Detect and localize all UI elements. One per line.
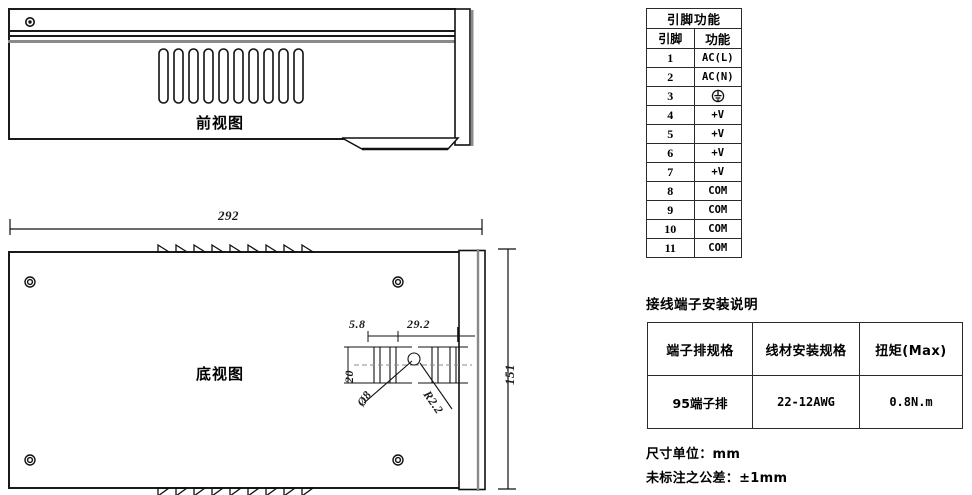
- front-body-outline-bottom: [8, 138, 456, 140]
- terminal-header-spec: 端子排规格: [647, 322, 753, 376]
- dimension-height-151: [492, 245, 518, 493]
- front-view-drawing: 前视图: [8, 8, 474, 158]
- bottom-view-drawing: 292: [8, 205, 528, 495]
- dimension-height-label: 151: [502, 364, 517, 385]
- pin-function-table: 引脚功能 引脚 功能 1 AC(L) 2 AC(N) 3: [646, 8, 742, 258]
- pin-number: 4: [646, 105, 695, 125]
- front-bottom-mount-tab: [340, 136, 462, 156]
- bottom-view-label: 底视图: [196, 365, 245, 383]
- pin-number: 3: [646, 86, 695, 106]
- terminal-header-wire: 线材安装规格: [752, 322, 860, 376]
- mounting-hole-icon: [392, 275, 404, 288]
- front-view-label: 前视图: [196, 114, 245, 132]
- pin-table-header-row: 引脚 功能: [646, 28, 742, 49]
- mounting-hole-icon: [24, 275, 36, 288]
- dimension-20-label: 20: [342, 370, 356, 383]
- pin-number: 9: [646, 200, 695, 220]
- pin-function: +V: [693, 162, 742, 182]
- bottom-plate-outline-left: [8, 251, 10, 489]
- pin-number: 1: [646, 48, 695, 68]
- screw-head-icon: [25, 14, 35, 27]
- dimension-29p2-label: 29.2: [407, 317, 430, 331]
- table-row: 4 +V: [646, 105, 742, 125]
- bottom-top-louver-row: [156, 240, 326, 254]
- pin-function: AC(N): [693, 67, 742, 87]
- table-row: 8 COM: [646, 181, 742, 201]
- front-top-rail-line-1: [8, 30, 456, 32]
- pin-number: 5: [646, 124, 695, 144]
- table-row: 11 COM: [646, 238, 742, 258]
- pin-number: 7: [646, 162, 695, 182]
- front-top-rail-line-2: [8, 35, 456, 37]
- table-row: 3: [646, 86, 742, 106]
- bottom-bottom-louver-row: [156, 486, 326, 495]
- pin-number: 11: [646, 238, 695, 258]
- pin-function: COM: [693, 238, 742, 258]
- table-row: 5 +V: [646, 124, 742, 144]
- pin-function: +V: [693, 143, 742, 163]
- table-row: 9 COM: [646, 200, 742, 220]
- earth-ground-icon: [693, 86, 742, 106]
- pin-function: +V: [693, 105, 742, 125]
- pin-number: 6: [646, 143, 695, 163]
- front-vent-slot-group: [158, 46, 318, 106]
- mounting-hole-icon: [24, 453, 36, 466]
- pin-function: COM: [693, 181, 742, 201]
- front-right-end-plate: [454, 8, 474, 148]
- pin-function: COM: [693, 200, 742, 220]
- terminal-value-torque: 0.8N.m: [859, 375, 963, 429]
- pin-number: 10: [646, 219, 695, 239]
- pin-function: AC(L): [693, 48, 742, 68]
- front-top-rail-shadow: [8, 40, 456, 43]
- pin-table-header-function: 功能: [693, 28, 742, 49]
- terminal-value-wire: 22-12AWG: [752, 375, 860, 429]
- dimension-width-label: 292: [218, 208, 239, 223]
- table-row: 2 AC(N): [646, 67, 742, 87]
- table-row: 95端子排 22-12AWG 0.8N.m: [647, 375, 963, 429]
- mounting-hole-icon: [392, 453, 404, 466]
- pin-number: 2: [646, 67, 695, 87]
- pin-function: COM: [693, 219, 742, 239]
- pin-table-header-pin: 引脚: [646, 28, 695, 49]
- dimension-5p8-label: 5.8: [349, 317, 366, 331]
- terminal-value-spec: 95端子排: [647, 375, 753, 429]
- pin-function: +V: [693, 124, 742, 144]
- keyhole-slot-detail-group: [340, 317, 490, 427]
- terminal-header-torque: 扭矩(Max): [859, 322, 963, 376]
- terminal-table-header-row: 端子排规格 线材安装规格 扭矩(Max): [647, 322, 963, 376]
- table-row: 6 +V: [646, 143, 742, 163]
- note-unit: 尺寸单位：mm: [646, 447, 741, 462]
- table-row: 10 COM: [646, 219, 742, 239]
- pin-table-title: 引脚功能: [646, 8, 742, 29]
- note-tolerance: 未标注之公差：±1mm: [646, 471, 788, 486]
- front-body-outline-left: [8, 8, 10, 140]
- pin-number: 8: [646, 181, 695, 201]
- front-body-outline-top: [8, 8, 456, 10]
- pin-table-title-row: 引脚功能: [646, 8, 742, 29]
- dimension-width-292: [8, 205, 486, 235]
- table-row: 7 +V: [646, 162, 742, 182]
- terminal-spec-table: 端子排规格 线材安装规格 扭矩(Max) 95端子排 22-12AWG 0.8N…: [647, 322, 963, 429]
- bottom-right-end-plate: [458, 249, 490, 491]
- terminal-section-heading: 接线端子安装说明: [646, 297, 758, 313]
- table-row: 1 AC(L): [646, 48, 742, 68]
